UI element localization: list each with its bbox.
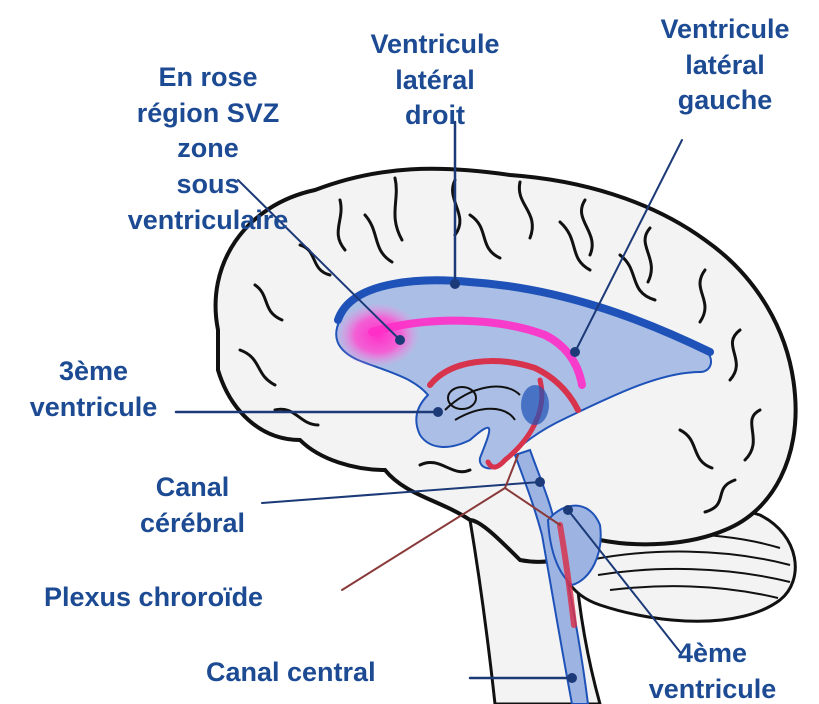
label-3eme-line-1: 3ème <box>6 354 181 390</box>
fourth-ventricle-pointer-dot <box>563 505 573 515</box>
label-lat-gauche-line-2: latéral <box>635 48 815 84</box>
lat-gauche-pointer-dot <box>570 347 580 357</box>
label-canal-cen-text: Canal central <box>206 655 446 691</box>
label-svz-line-2: région SVZ <box>98 96 318 132</box>
label-svz-region: En rose région SVZ zone sous ventriculai… <box>98 60 318 238</box>
label-svz-line-3: zone <box>98 131 318 167</box>
label-lateral-ventricle-left: Ventricule latéral gauche <box>635 12 815 119</box>
label-fourth-ventricle: 4ème ventricule <box>620 636 805 704</box>
label-lat-droit-line-3: droit <box>345 98 525 134</box>
label-canal-cer-line-2: cérébral <box>120 506 265 542</box>
svz-pointer-dot <box>395 335 405 345</box>
label-lat-droit-line-1: Ventricule <box>345 27 525 63</box>
label-lateral-ventricle-right: Ventricule latéral droit <box>345 27 525 134</box>
label-4eme-line-2: ventricule <box>620 672 805 704</box>
label-lat-gauche-line-1: Ventricule <box>635 12 815 48</box>
label-central-canal: Canal central <box>206 655 446 691</box>
lat-droit-pointer-dot <box>450 279 460 289</box>
label-plexus-text: Plexus chroroïde <box>44 580 344 616</box>
label-4eme-line-1: 4ème <box>620 636 805 672</box>
label-cerebral-canal: Canal cérébral <box>120 470 265 541</box>
label-canal-cer-line-1: Canal <box>120 470 265 506</box>
third-ventricle-blob <box>521 385 549 425</box>
third-ventricle-pointer-dot <box>433 407 443 417</box>
canal-central-pointer-dot <box>567 673 577 683</box>
label-lat-droit-line-2: latéral <box>345 63 525 99</box>
canal-cerebral-pointer-dot <box>535 477 545 487</box>
label-svz-line-4: sous <box>98 167 318 203</box>
svz-pink-region <box>336 303 420 367</box>
label-svz-line-5: ventriculaire <box>98 203 318 239</box>
label-choroid-plexus: Plexus chroroïde <box>44 580 344 616</box>
label-third-ventricle: 3ème ventricule <box>6 354 181 425</box>
label-svz-line-1: En rose <box>98 60 318 96</box>
label-3eme-line-2: ventricule <box>6 390 181 426</box>
label-lat-gauche-line-3: gauche <box>635 83 815 119</box>
